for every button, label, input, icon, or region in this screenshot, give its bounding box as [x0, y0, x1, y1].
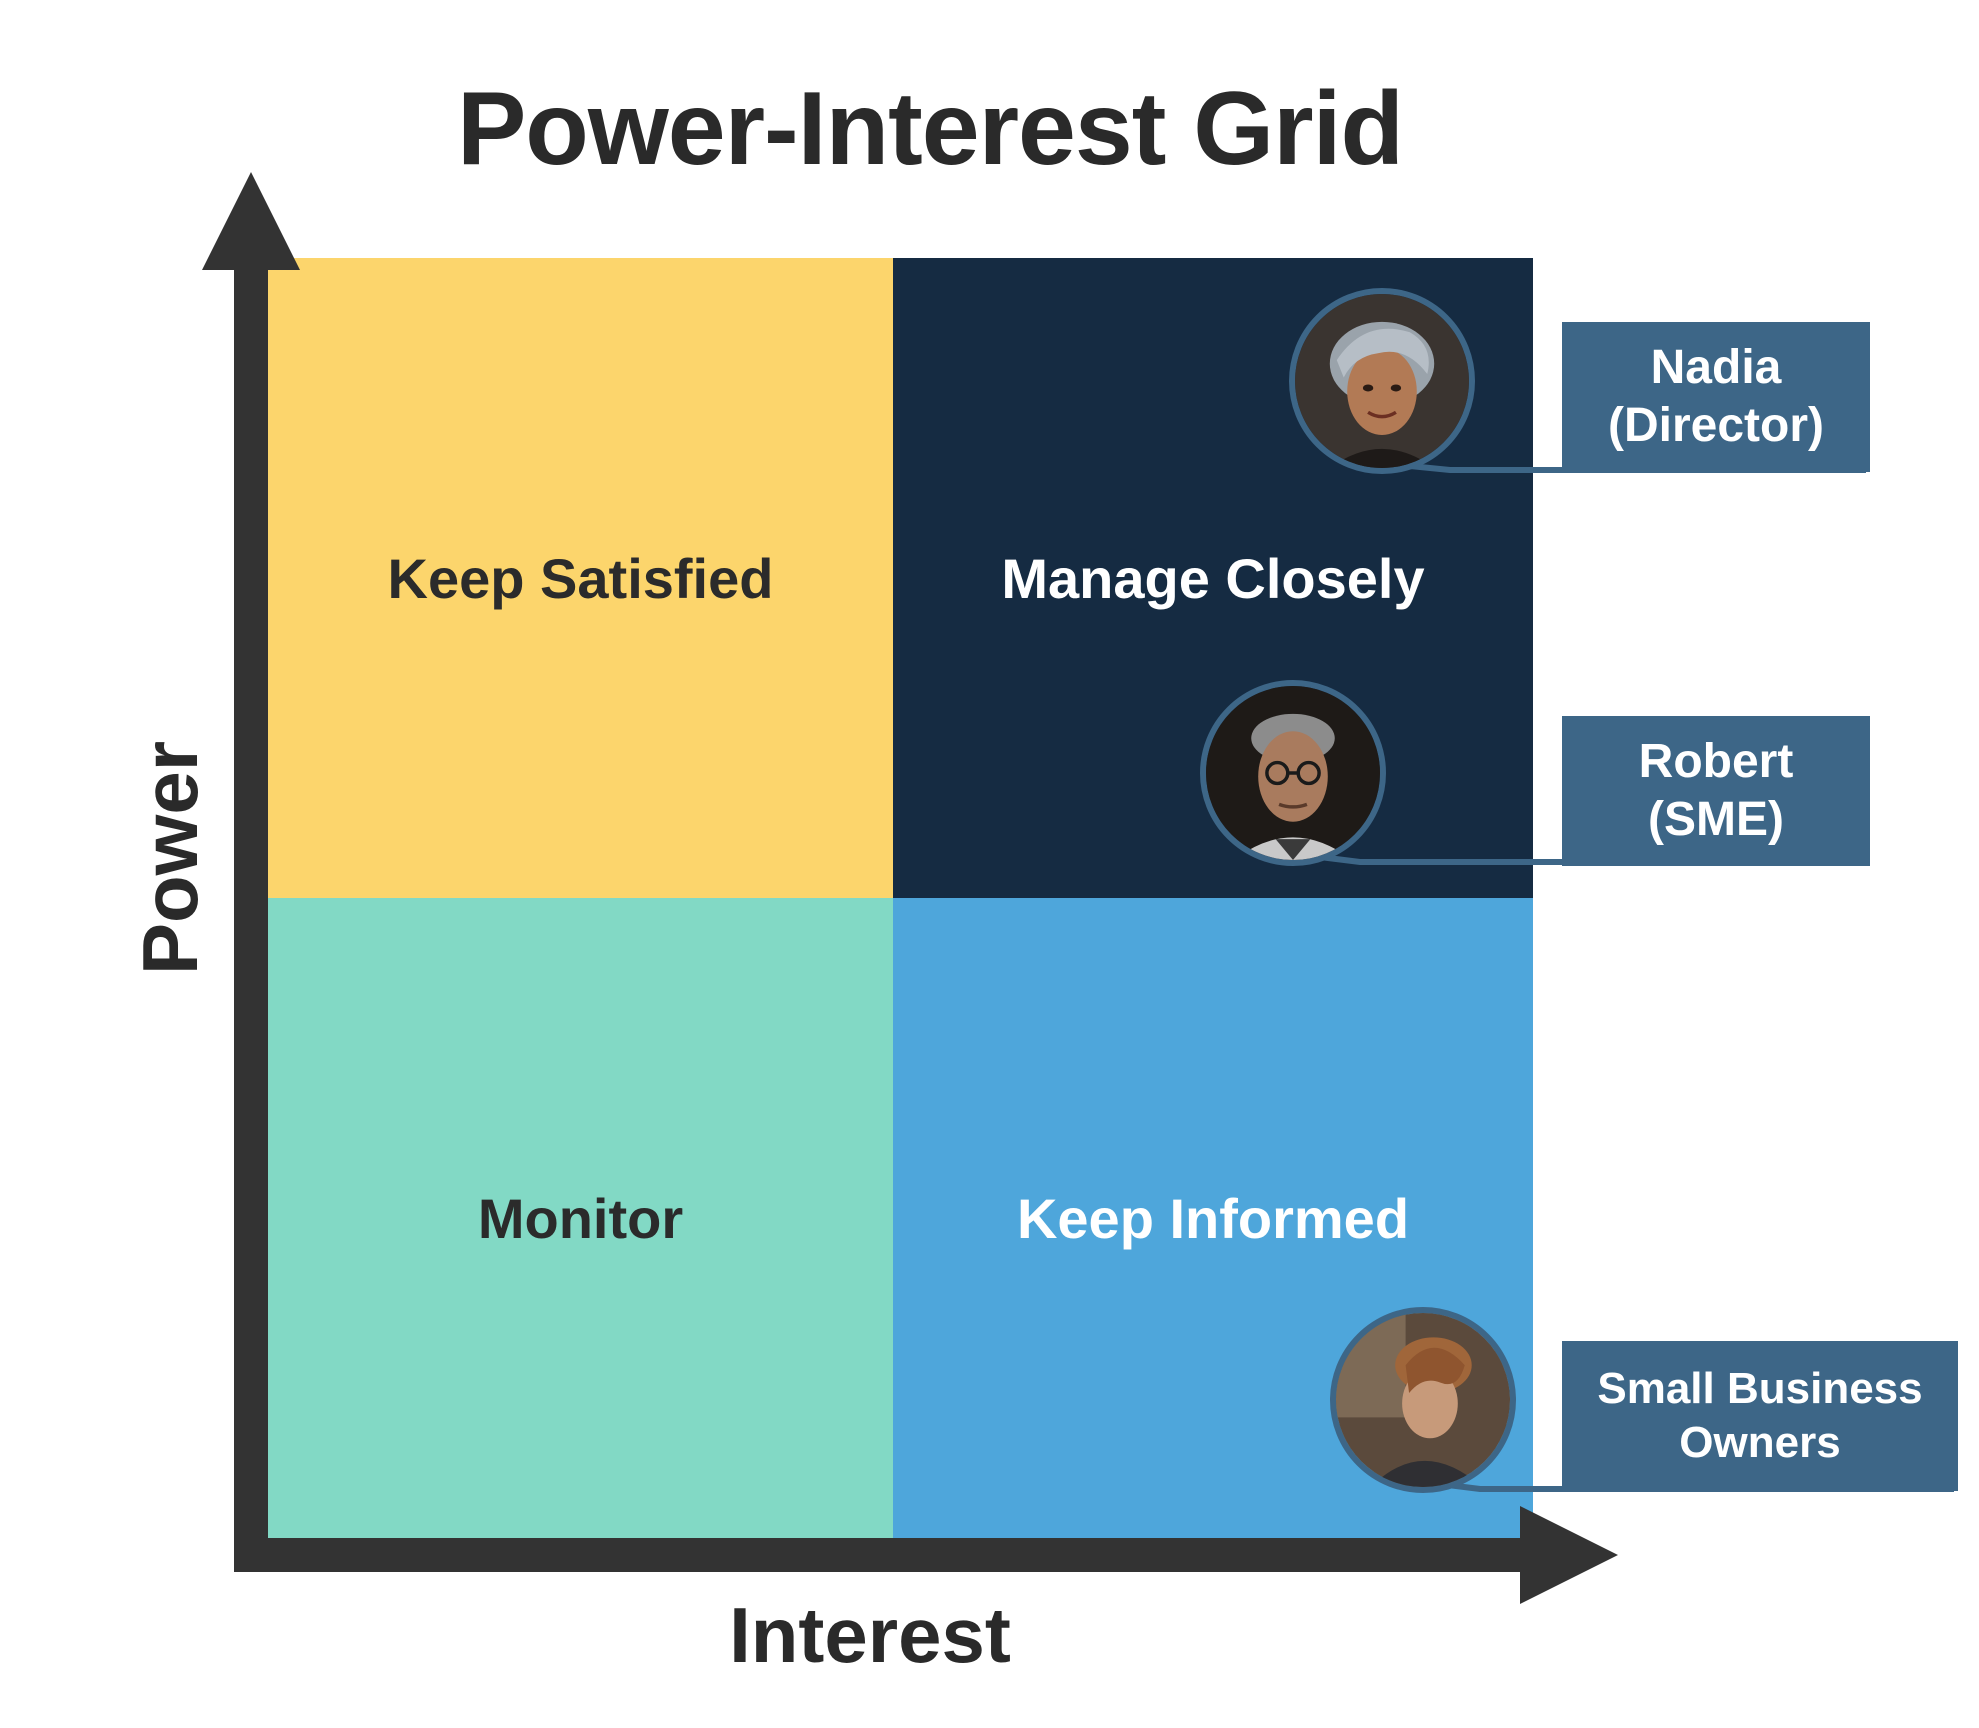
man-portrait-icon: [1200, 680, 1386, 866]
stakeholder-label-nadia: Nadia (Director): [1562, 322, 1870, 472]
y-axis-line: [234, 262, 268, 1570]
quadrant-label-keep-satisfied: Keep Satisfied: [387, 546, 774, 610]
x-axis-line: [234, 1538, 1534, 1572]
stakeholder-label-small-business-owners: Small Business Owners: [1562, 1341, 1958, 1491]
stakeholder-role: (Director): [1607, 399, 1825, 452]
quadrant-label-monitor: Monitor: [477, 1186, 684, 1250]
diagram-title: Power-Interest Grid: [456, 71, 1404, 187]
quadrant-label-manage-closely: Manage Closely: [1001, 546, 1425, 610]
quadrant-label-keep-informed: Keep Informed: [1016, 1186, 1410, 1250]
stakeholder-role: Owners: [1679, 1418, 1841, 1467]
quadrant-keep-satisfied: Keep Satisfied: [268, 258, 893, 898]
stakeholder-name: Nadia: [1650, 341, 1782, 394]
y-axis-label: Power: [126, 740, 214, 975]
x-axis-label: Interest: [729, 1591, 1011, 1679]
stakeholder-name: Robert: [1638, 735, 1794, 788]
woman-portrait-icon: [1289, 288, 1475, 474]
stakeholder-name: Small Business: [1597, 1364, 1923, 1413]
stakeholder-label-robert: Robert (SME): [1562, 716, 1870, 866]
x-axis-arrowhead: [1520, 1506, 1618, 1604]
business-owner-portrait-icon: [1330, 1307, 1516, 1493]
stakeholder-role: (SME): [1648, 793, 1784, 846]
quadrant-monitor: Monitor: [268, 898, 893, 1538]
